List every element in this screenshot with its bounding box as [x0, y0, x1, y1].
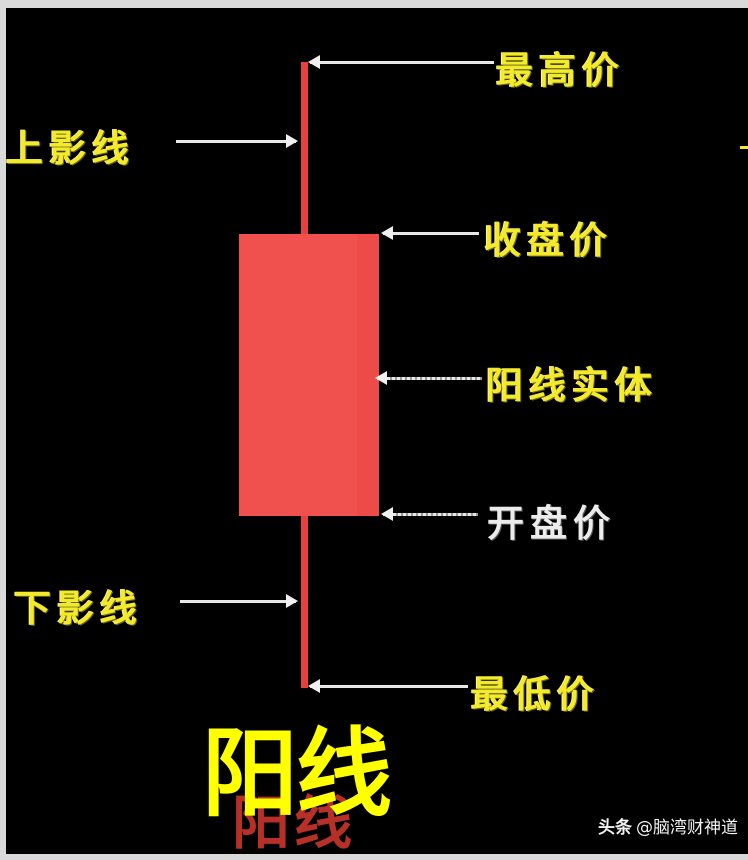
lower-shadow-arrow: [180, 594, 298, 608]
watermark-handle: @脑湾财神道: [636, 818, 738, 838]
upper-shadow-label: 上影线: [6, 126, 135, 170]
watermark-source: 头条: [598, 818, 632, 838]
body-label: 阳线实体: [486, 363, 658, 407]
candle-body: [239, 234, 379, 516]
diagram-title: 阳线: [202, 718, 392, 830]
title-reflection: 阳线: [232, 789, 357, 857]
low-label: 最低价: [471, 672, 600, 716]
upper-shadow-wick: [301, 62, 308, 234]
open-arrow: [381, 507, 478, 521]
high-label: 最高价: [496, 48, 625, 92]
low-arrow: [308, 679, 468, 693]
close-arrow: [381, 226, 479, 240]
watermark: 头条@脑湾财神道: [598, 813, 738, 838]
open-label: 开盘价: [487, 501, 616, 545]
upper-shadow-arrow: [176, 134, 298, 148]
lower-shadow-label: 下影线: [14, 586, 143, 630]
edge-mark: [740, 146, 748, 149]
lower-shadow-wick: [301, 516, 308, 688]
high-arrow: [308, 55, 494, 69]
body-arrow: [375, 371, 482, 385]
close-label: 收盘价: [484, 218, 613, 262]
